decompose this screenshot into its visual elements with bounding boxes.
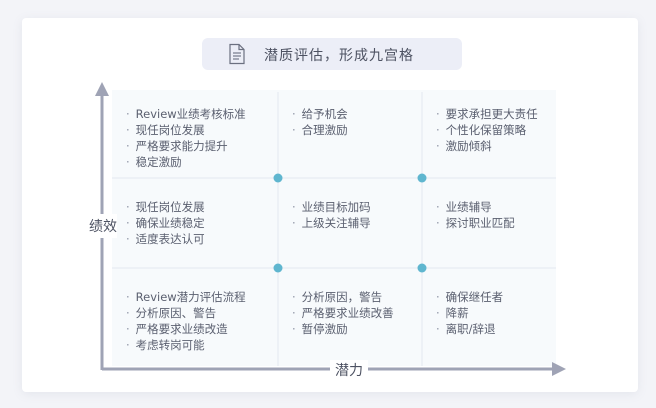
list-item: 严格要求业绩改善 bbox=[292, 305, 394, 321]
y-axis-label: 绩效 bbox=[89, 214, 117, 238]
list-item: 个性化保留策略 bbox=[436, 122, 538, 138]
list-item: 现任岗位发展 bbox=[126, 122, 246, 138]
list-item: 给予机会 bbox=[292, 106, 348, 122]
title-banner: 潜质评估，形成九宫格 bbox=[202, 38, 462, 70]
cell-low-performance-mid-potential: 分析原因，警告 严格要求业绩改善 暂停激励 bbox=[292, 289, 394, 337]
list-item: 确保业绩稳定 bbox=[126, 215, 205, 231]
y-axis-arrow-icon bbox=[95, 82, 109, 96]
list-item: 确保继任者 bbox=[436, 289, 504, 305]
list-item: 现任岗位发展 bbox=[126, 199, 205, 215]
x-axis-arrow-icon bbox=[552, 362, 566, 376]
document-icon bbox=[229, 43, 245, 65]
grid-node-2 bbox=[417, 173, 427, 183]
list-item: 严格要求能力提升 bbox=[126, 138, 246, 154]
list-item: 严格要求业绩改造 bbox=[126, 321, 246, 337]
page-title: 潜质评估，形成九宫格 bbox=[264, 48, 414, 64]
list-item: 业绩目标加码 bbox=[292, 199, 371, 215]
list-item: 合理激励 bbox=[292, 122, 348, 138]
list-item: 上级关注辅导 bbox=[292, 215, 371, 231]
list-item: 降薪 bbox=[436, 305, 503, 321]
cell-high-performance-mid-potential: 给予机会 合理激励 bbox=[292, 106, 348, 138]
list-item: 要求承担更大责任 bbox=[436, 106, 538, 122]
grid-node-1 bbox=[273, 173, 283, 183]
list-item: 离职/辞退 bbox=[436, 321, 503, 337]
list-item: 业绩辅导 bbox=[436, 199, 515, 215]
cell-mid-performance-high-potential: 业绩辅导 探讨职业匹配 bbox=[436, 199, 515, 231]
cell-low-performance-high-potential: 确保继任者 降薪 离职/辞退 bbox=[436, 289, 504, 337]
cell-high-performance-low-potential: Review业绩考核标准 现任岗位发展 严格要求能力提升 稳定激励 bbox=[126, 106, 246, 170]
cell-low-performance-low-potential: Review潜力评估流程 分析原因、警告 严格要求业绩改造 考虑转岗可能 bbox=[126, 289, 246, 353]
list-item: Review潜力评估流程 bbox=[126, 289, 246, 305]
list-item: 分析原因，警告 bbox=[292, 289, 394, 305]
list-item: 激励倾斜 bbox=[436, 138, 538, 154]
cell-mid-performance-mid-potential: 业绩目标加码 上级关注辅导 bbox=[292, 199, 371, 231]
list-item: 分析原因、警告 bbox=[126, 305, 246, 321]
list-item: 暂停激励 bbox=[292, 321, 394, 337]
cell-mid-performance-low-potential: 现任岗位发展 确保业绩稳定 适度表达认可 bbox=[126, 199, 205, 247]
grid-node-3 bbox=[273, 263, 283, 273]
list-item: 考虑转岗可能 bbox=[126, 337, 246, 353]
list-item: 探讨职业匹配 bbox=[436, 215, 515, 231]
list-item: 稳定激励 bbox=[126, 154, 246, 170]
list-item: 适度表达认可 bbox=[126, 231, 205, 247]
grid-node-4 bbox=[417, 263, 427, 273]
list-item: Review业绩考核标准 bbox=[126, 106, 246, 122]
cell-high-performance-high-potential: 要求承担更大责任 个性化保留策略 激励倾斜 bbox=[436, 106, 538, 154]
x-axis-label: 潜力 bbox=[330, 360, 368, 380]
